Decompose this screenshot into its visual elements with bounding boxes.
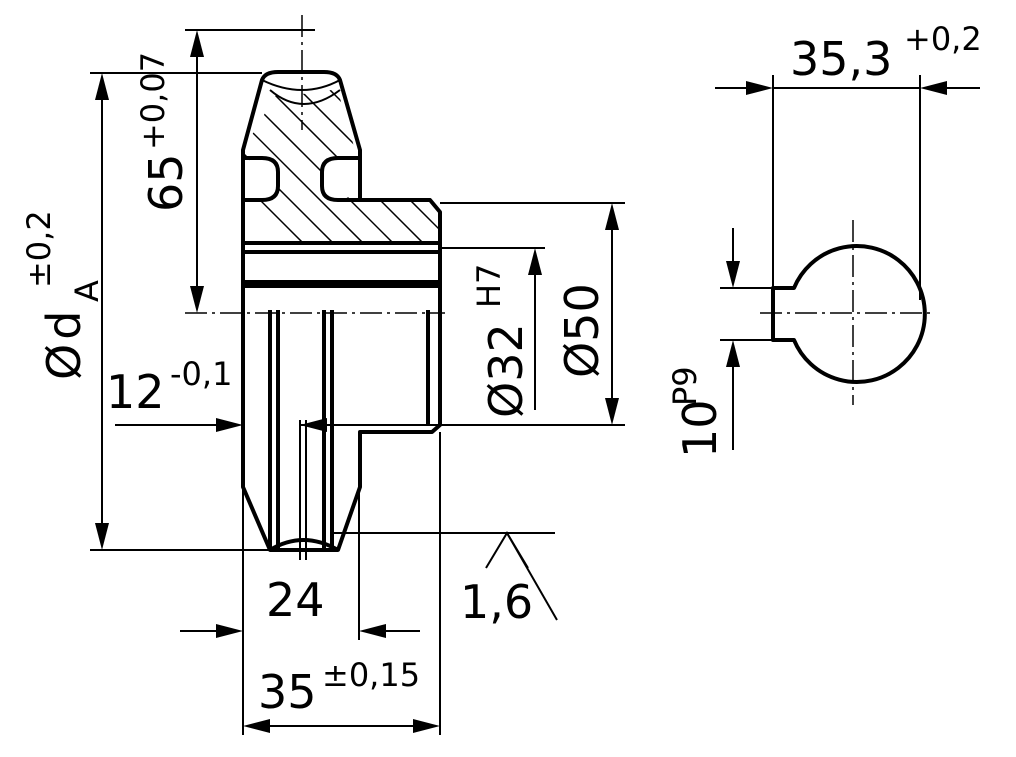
bore-label: Ø32 H7 xyxy=(470,264,533,418)
svg-text:65: 65 xyxy=(139,153,193,212)
svg-text:35: 35 xyxy=(258,665,317,719)
svg-text:+0,2: +0,2 xyxy=(904,20,982,58)
offset-label: 12 -0,1 xyxy=(106,355,232,419)
bore-with-keyway xyxy=(771,244,927,384)
svg-text:-0,1: -0,1 xyxy=(170,355,232,393)
gear-top-contour xyxy=(241,70,442,552)
svg-text:10: 10 xyxy=(673,399,727,458)
svg-text:P9: P9 xyxy=(666,366,704,406)
svg-text:Ø50: Ø50 xyxy=(555,283,609,378)
tooth-arc-top xyxy=(269,89,341,105)
svg-text:Ød: Ød xyxy=(37,311,91,380)
groove-right xyxy=(320,156,360,202)
svg-text:Ø32: Ø32 xyxy=(479,323,533,418)
keyway-depth-label: 35,3 +0,2 xyxy=(790,20,982,86)
svg-text:12: 12 xyxy=(106,365,165,419)
svg-text:35,3: 35,3 xyxy=(790,32,892,86)
dimension-labels: Ød A ±0,2 65 +0,07 12 -0,1 Ø32 H7 Ø50 24… xyxy=(20,20,982,719)
tip-diameter-label: Ød A ±0,2 xyxy=(20,210,106,380)
svg-text:+0,07: +0,07 xyxy=(134,52,172,150)
keyway-width-label: 10 P9 xyxy=(666,366,727,458)
relief-groove xyxy=(243,158,355,200)
tooth-arc-top-2 xyxy=(261,79,341,91)
svg-text:H7: H7 xyxy=(470,264,508,308)
hub-length-label: 35 ±0,15 xyxy=(258,656,420,719)
svg-text:±0,15: ±0,15 xyxy=(322,656,420,694)
keyway-end-view xyxy=(715,75,980,450)
center-height-label: 65 +0,07 xyxy=(134,52,193,212)
keyway-band xyxy=(241,241,442,288)
svg-text:A: A xyxy=(68,280,106,302)
svg-text:±0,2: ±0,2 xyxy=(20,210,58,288)
hub-diameter-label: Ø50 xyxy=(555,283,609,378)
face-width-label: 24 xyxy=(266,573,325,627)
gear-section-view xyxy=(185,15,445,560)
surface-roughness-label: 1,6 xyxy=(460,575,533,629)
groove-left xyxy=(243,156,280,202)
dimension-lines xyxy=(90,29,625,735)
